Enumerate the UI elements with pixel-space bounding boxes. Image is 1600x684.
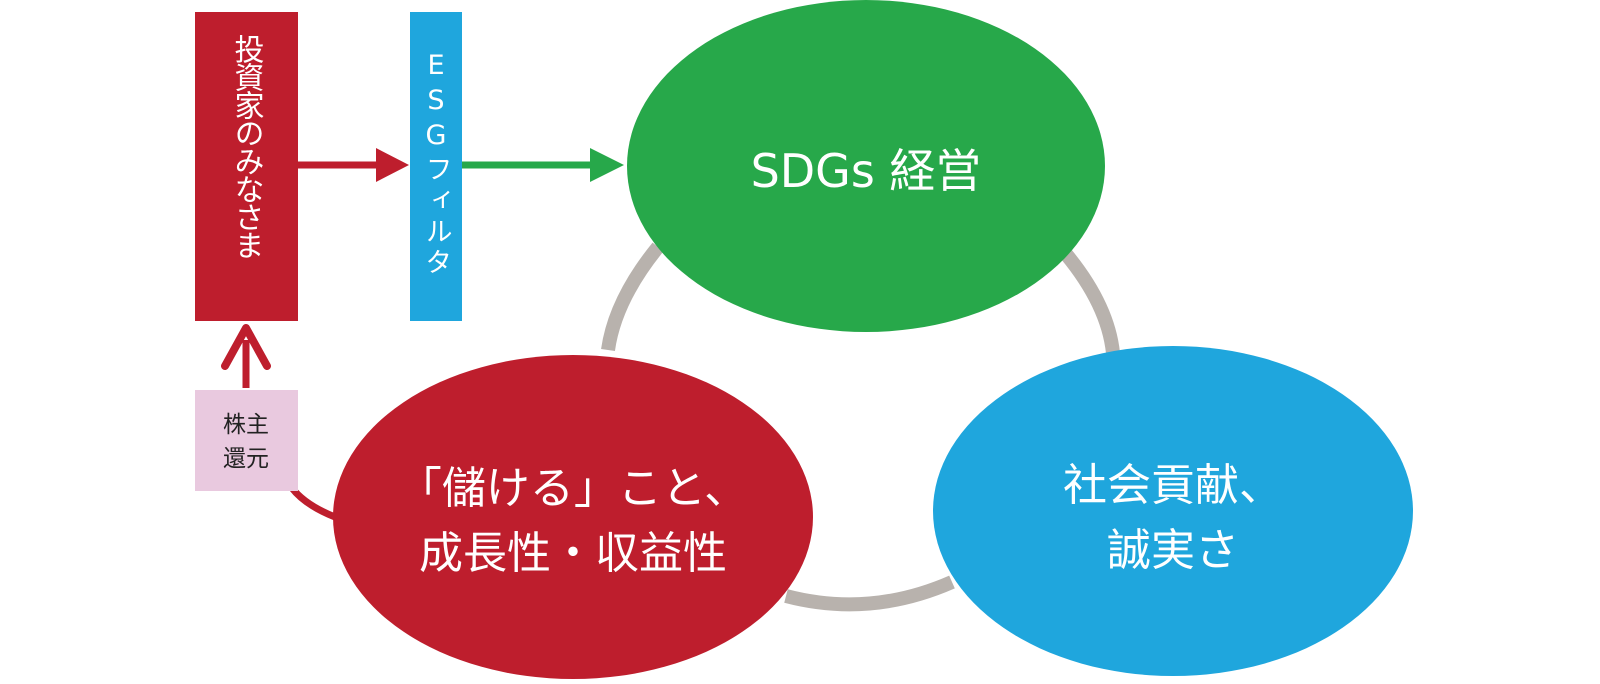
shareholder-return-line1: 株主 [223,412,269,438]
social-ellipse [933,346,1413,676]
social-line2: 誠実さ [1107,525,1239,576]
esg-filter-box [410,12,462,321]
profit-line1: 「儲ける」こと、 [398,463,748,514]
arrow-head-green [590,148,624,182]
sdgs-label: SDGs 経営 [751,144,982,198]
investors-box [195,12,298,321]
profit-line2: 成長性・収益性 [419,528,727,579]
connector-profit-social [784,575,955,612]
sdgs-ellipse [627,0,1105,332]
connector-sdgs-profit [601,242,664,352]
cycle-connectors [601,242,1120,612]
investors-label: 投資家のみなさま [229,34,264,258]
shareholder-return-box [195,390,298,491]
return-loop-arc [289,485,337,521]
shareholder-return-line2: 還元 [223,446,269,472]
esg-filter-label: ESGフィルタ [421,50,452,279]
arrow-head-red [376,148,409,182]
return-arrow-head [221,324,271,370]
flow-arrows [221,148,624,521]
connector-sdgs-social [1060,249,1120,354]
social-line1: 社会貢献、 [1063,460,1283,511]
profit-ellipse [333,355,813,679]
